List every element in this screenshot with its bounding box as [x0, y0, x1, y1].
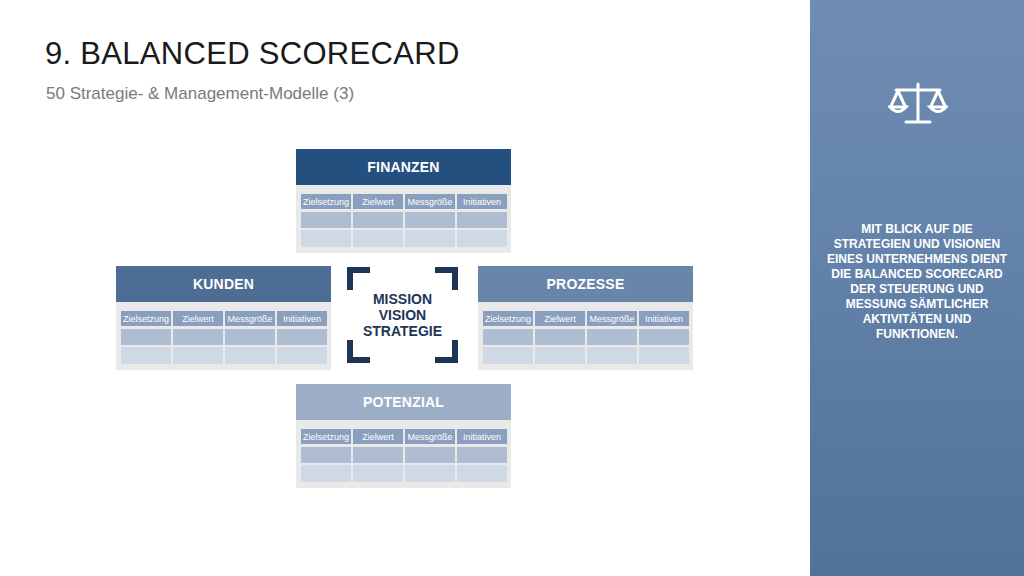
column-header-text: Zielwert: [182, 314, 214, 324]
column-header: Zielwert: [173, 311, 223, 326]
bracket: [350, 270, 370, 290]
perspective-header: PROZESSE: [478, 266, 693, 302]
column-header: Zielsetzung: [301, 194, 351, 209]
perspective-box: KUNDEN Zielsetzung Zielwert Messgröße Initia…: [116, 266, 331, 370]
column-header-text: Zielwert: [544, 314, 576, 324]
perspective-title: FINANZEN: [367, 159, 439, 175]
table-cell: [301, 212, 351, 228]
table-cell: [405, 465, 455, 482]
perspective-header: FINANZEN: [296, 149, 511, 185]
column-header-text: Zielwert: [362, 197, 394, 207]
table-cell: [277, 347, 327, 364]
bracket: [435, 270, 455, 290]
column-header-text: Initiativen: [645, 314, 683, 324]
column-header: Zielwert: [353, 429, 403, 444]
column-header: Zielsetzung: [483, 311, 533, 326]
column-header: Messgröße: [587, 311, 637, 326]
perspective-box: POTENZIAL Zielsetzung Zielwert Messgröße Ini…: [296, 384, 511, 488]
table-cell: [535, 329, 585, 345]
column-header-text: Messgröße: [227, 314, 272, 324]
column-header-text: Initiativen: [283, 314, 321, 324]
column-header-text: Initiativen: [463, 432, 501, 442]
perspective-title: POTENZIAL: [363, 394, 444, 410]
column-header: Zielwert: [353, 194, 403, 209]
column-header-text: Messgröße: [407, 197, 452, 207]
table-cell: [587, 329, 637, 345]
table-cell: [483, 347, 533, 364]
table-cell: [483, 329, 533, 345]
table-cell: [639, 329, 689, 345]
column-header-text: Zielsetzung: [303, 197, 349, 207]
table-cell: [173, 347, 223, 364]
perspective-title: KUNDEN: [193, 276, 254, 292]
table-cell: [405, 230, 455, 247]
side-panel: MIT BLICK AUF DIE STRATEGIEN UND VISIONE…: [810, 0, 1024, 576]
column-header: Initiativen: [457, 429, 507, 444]
bracket: [435, 340, 455, 360]
table-cell: [457, 465, 507, 482]
table-cell: [353, 465, 403, 482]
table-cell: [405, 447, 455, 463]
table-cell: [587, 347, 637, 364]
column-header-text: Zielsetzung: [123, 314, 169, 324]
perspective-header: KUNDEN: [116, 266, 331, 302]
column-header: Messgröße: [405, 194, 455, 209]
column-header-text: Zielsetzung: [303, 432, 349, 442]
table-cell: [301, 230, 351, 247]
column-header: Messgröße: [405, 429, 455, 444]
table-cell: [639, 347, 689, 364]
table-cell: [121, 329, 171, 345]
column-header-text: Initiativen: [463, 197, 501, 207]
table-cell: [405, 212, 455, 228]
center-text: MISSION VISION STRATEGIE: [362, 291, 444, 339]
perspective-box: FINANZEN Zielsetzung Zielwert Messgröße Init…: [296, 149, 511, 253]
table-cell: [353, 212, 403, 228]
column-header: Initiativen: [457, 194, 507, 209]
perspective-header: POTENZIAL: [296, 384, 511, 420]
table-cell: [277, 329, 327, 345]
subtitle: 50 Strategie- & Management-Modelle (3): [46, 84, 354, 104]
scale-icon: [888, 78, 948, 128]
column-header-text: Zielwert: [362, 432, 394, 442]
table-cell: [301, 447, 351, 463]
column-header: Initiativen: [277, 311, 327, 326]
column-header: Zielsetzung: [301, 429, 351, 444]
table-cell: [457, 447, 507, 463]
column-header: Zielwert: [535, 311, 585, 326]
table-cell: [353, 447, 403, 463]
perspective-title: PROZESSE: [547, 276, 625, 292]
perspective-box: PROZESSE Zielsetzung Zielwert Messgröße Init…: [478, 266, 693, 370]
table-cell: [121, 347, 171, 364]
table-cell: [225, 347, 275, 364]
table-cell: [353, 230, 403, 247]
panel-text: MIT BLICK AUF DIE STRATEGIEN UND VISIONE…: [822, 222, 1012, 342]
bracket: [350, 340, 370, 360]
table-cell: [535, 347, 585, 364]
column-header-text: Zielsetzung: [485, 314, 531, 324]
column-header: Initiativen: [639, 311, 689, 326]
column-header: Messgröße: [225, 311, 275, 326]
table-cell: [457, 212, 507, 228]
column-header-text: Messgröße: [407, 432, 452, 442]
center-node: MISSION VISION STRATEGIE: [345, 265, 460, 365]
table-cell: [225, 329, 275, 345]
column-header-text: Messgröße: [589, 314, 634, 324]
column-header: Zielsetzung: [121, 311, 171, 326]
page-title: 9. BALANCED SCORECARD: [45, 36, 460, 72]
table-cell: [173, 329, 223, 345]
table-cell: [301, 465, 351, 482]
table-cell: [457, 230, 507, 247]
